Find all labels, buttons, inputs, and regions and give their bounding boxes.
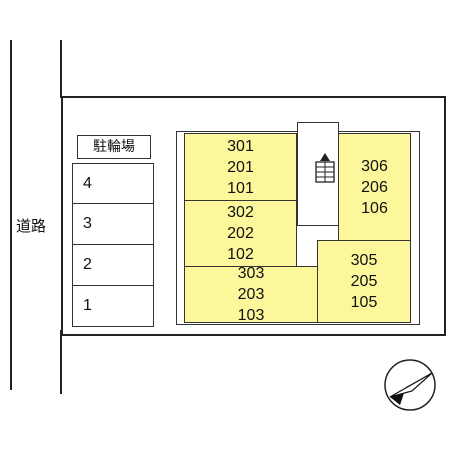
unit-number: 303: [237, 265, 265, 282]
unit-number: 103: [237, 307, 265, 324]
unit-column-306: 306 206 106: [338, 133, 411, 241]
unit-number: 305: [350, 252, 378, 269]
unit-number: 106: [361, 199, 388, 217]
road-edge-line-inner-lower: [60, 330, 62, 394]
unit-number: 205: [350, 273, 378, 290]
unit-number: 301: [227, 137, 254, 155]
north-arrow-icon: [384, 359, 436, 411]
unit-column-305: 305 205 105: [317, 240, 411, 323]
unit-column-303: 303 203 103: [184, 265, 318, 324]
unit-column-302: 302 202 102: [184, 200, 297, 267]
unit-number: 203: [237, 286, 265, 303]
unit-number: 202: [227, 225, 254, 242]
stairs-icon: [315, 153, 335, 183]
stairwell: [297, 122, 339, 226]
unit-number: 206: [361, 178, 388, 196]
unit-number: 105: [350, 294, 378, 311]
parking-slot: 1: [72, 286, 154, 327]
unit-number: 306: [361, 157, 388, 175]
road-label: 道路: [16, 218, 47, 235]
unit-column-301: 301 201 101: [184, 133, 297, 201]
bicycle-parking-label: 駐輪場: [77, 135, 151, 159]
unit-number: 101: [227, 179, 254, 197]
unit-number: 302: [227, 204, 254, 221]
parking-slot: 4: [72, 163, 154, 204]
road-edge-line-inner: [60, 40, 62, 98]
road-edge-line: [10, 40, 12, 390]
parking-slot: 2: [72, 245, 154, 286]
parking-slot: 3: [72, 204, 154, 245]
unit-number: 201: [227, 158, 254, 176]
unit-number: 102: [227, 246, 254, 263]
